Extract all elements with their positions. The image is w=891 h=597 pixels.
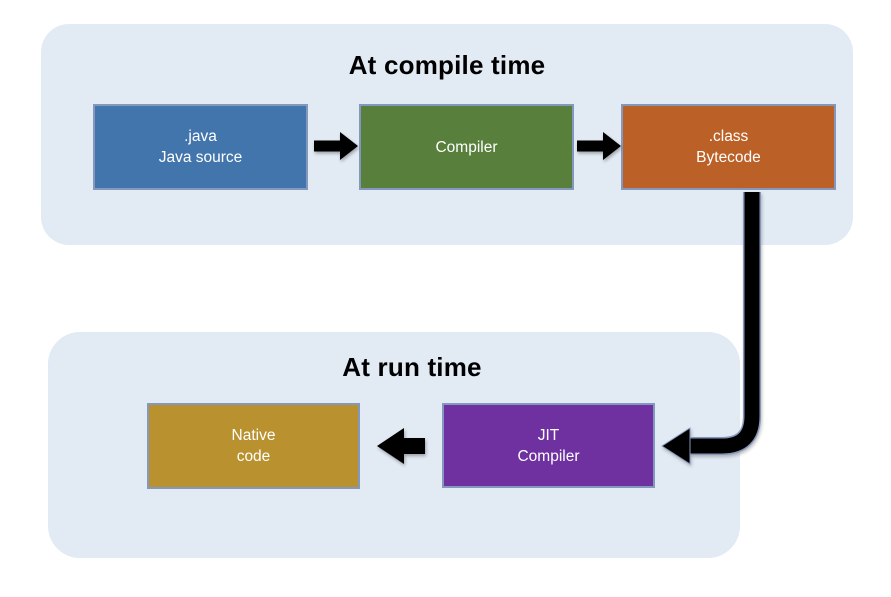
node-jit-compiler-line2: Compiler bbox=[517, 447, 580, 465]
node-java-source-line1: .java bbox=[184, 128, 217, 145]
node-bytecode-line1: .class bbox=[708, 128, 749, 145]
node-java-source-line2: Java source bbox=[158, 149, 243, 166]
compile-time-title: At compile time bbox=[348, 50, 546, 80]
node-jit-compiler: JIT Compiler bbox=[442, 403, 655, 488]
arrow-right-icon bbox=[314, 132, 358, 160]
node-native-code-line1: Native bbox=[231, 427, 276, 444]
run-time-title: At run time bbox=[342, 352, 482, 382]
arrow-left-icon bbox=[377, 428, 425, 464]
node-native-code-line2: code bbox=[236, 448, 271, 465]
node-native-code: Native code bbox=[147, 403, 360, 489]
node-java-source: .java Java source bbox=[93, 104, 308, 190]
node-bytecode: .class Bytecode bbox=[621, 104, 836, 190]
node-bytecode-line2: Bytecode bbox=[696, 149, 761, 166]
node-compiler: Compiler bbox=[359, 104, 574, 190]
node-jit-compiler-line1: JIT bbox=[537, 426, 560, 444]
arrow-right-icon bbox=[577, 132, 621, 160]
node-compiler-line1: Compiler bbox=[435, 138, 498, 156]
